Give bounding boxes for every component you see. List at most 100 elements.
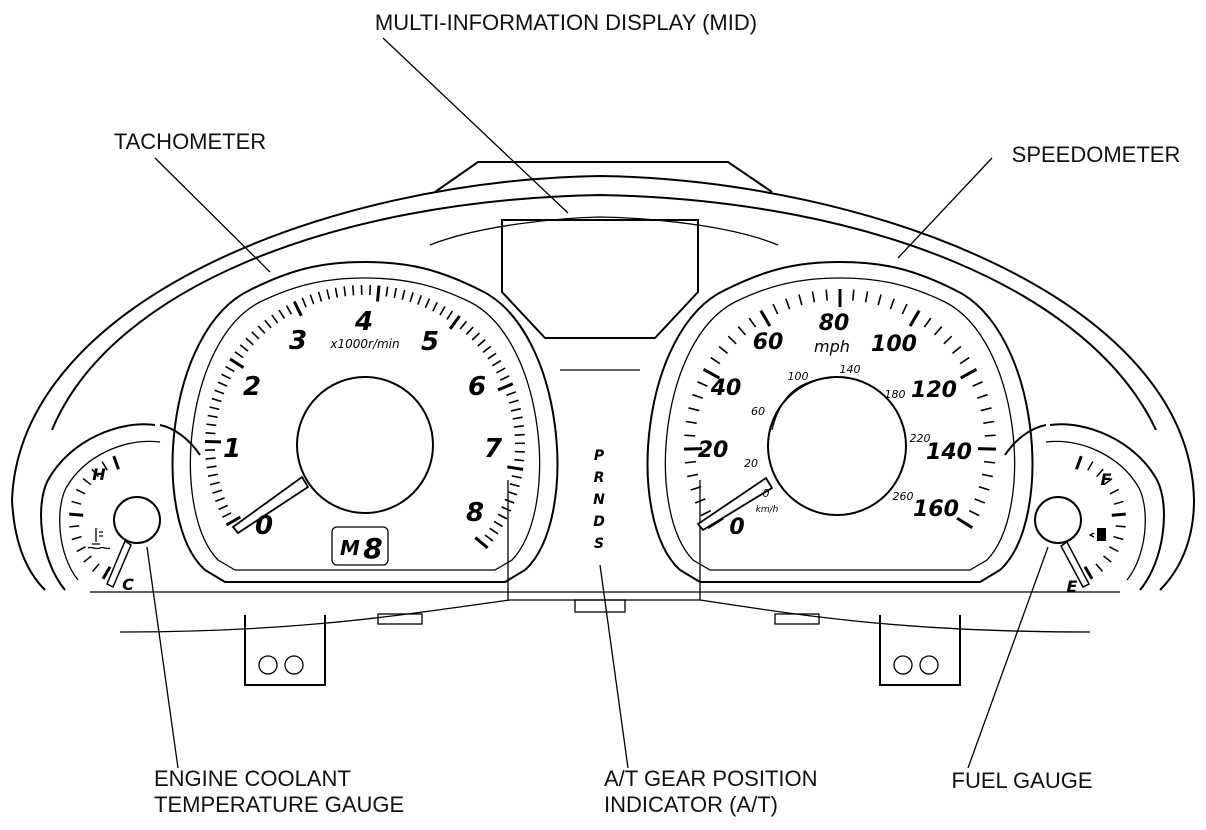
coolant-leader-line: [146, 546, 179, 769]
tick-mark: [207, 473, 219, 477]
tick-mark: [211, 397, 222, 403]
tick-mark: [496, 367, 506, 374]
tick-mark: [76, 546, 86, 553]
fuel-callout-label: FUEL GAUGE: [952, 768, 1093, 793]
speedometer-tick-marks: [684, 289, 996, 529]
tick-mark: [825, 289, 828, 301]
tick-mark: [209, 481, 220, 486]
tick-mark: [501, 506, 512, 512]
cluster-housing: [11, 161, 1196, 686]
kmh-number: 140: [840, 363, 861, 376]
tach-number: 5: [421, 327, 439, 357]
mph-number: 100: [871, 332, 917, 357]
tick-mark: [217, 381, 228, 387]
tick-mark: [511, 475, 522, 479]
gear-indicator-leader-line: [599, 564, 629, 769]
tick-mark: [508, 399, 519, 404]
tick-mark: [980, 407, 992, 412]
fuel-leader-line: [967, 546, 1049, 769]
tick-mark: [214, 497, 225, 503]
speedometer-gauge: 0 20 40 60 80 100 120 140 160 mph 20 60 …: [646, 260, 1034, 583]
tick-mark: [1075, 455, 1083, 470]
tick-mark: [301, 297, 307, 308]
tick-mark: [1113, 500, 1124, 505]
tick-mark: [376, 285, 381, 302]
tick-mark: [981, 473, 993, 478]
tick-mark: [71, 500, 82, 505]
tick-mark: [245, 337, 254, 346]
tick-mark: [471, 332, 480, 341]
tick-mark: [459, 320, 468, 330]
tick-mark: [933, 326, 943, 336]
tachometer-leader-line: [154, 157, 271, 273]
kmh-unit: km/h: [756, 505, 779, 515]
tick-mark: [877, 294, 882, 306]
tick-mark: [956, 516, 974, 529]
tach-number: 0: [255, 511, 273, 541]
tick-mark: [474, 536, 489, 549]
tick-mark: [697, 381, 708, 387]
tachometer-needle: [231, 475, 310, 535]
tach-number: 2: [243, 372, 261, 402]
fuel-empty-label: E: [1067, 577, 1078, 596]
fuel-needle: [1060, 540, 1091, 588]
tick-mark: [385, 286, 389, 297]
tick-mark: [1109, 488, 1120, 495]
tick-mark: [759, 309, 772, 327]
tach-number: 7: [484, 434, 503, 464]
mph-number: 140: [926, 440, 972, 465]
tick-mark: [257, 325, 266, 334]
gear-letter: D: [593, 514, 605, 530]
tick-mark: [959, 356, 970, 365]
tick-mark: [798, 294, 803, 306]
tick-mark: [1083, 566, 1094, 580]
tick-mark: [206, 423, 217, 427]
tick-mark: [317, 291, 323, 302]
tick-mark: [101, 461, 108, 471]
tick-mark: [401, 289, 406, 300]
tick-mark: [69, 512, 84, 517]
gear-digit: 8: [363, 532, 382, 565]
tick-mark: [417, 294, 423, 305]
tick-mark: [214, 389, 225, 395]
tick-mark: [507, 465, 524, 471]
mph-number: 60: [753, 330, 784, 355]
tick-mark: [514, 458, 525, 462]
tick-mark: [112, 455, 120, 470]
tick-mark: [512, 416, 523, 420]
tick-mark: [514, 433, 525, 436]
tick-mark: [91, 468, 100, 478]
tick-mark: [448, 315, 461, 330]
tick-mark: [221, 373, 231, 380]
tick-mark: [225, 365, 235, 373]
tach-number: 3: [289, 326, 307, 356]
tick-mark: [978, 486, 990, 491]
tachometer-tick-marks: [205, 285, 525, 549]
coolant-callout-line1: ENGINE COOLANT: [154, 766, 351, 791]
coolant-needle: [106, 539, 132, 589]
tick-mark: [684, 434, 696, 437]
tick-mark: [688, 407, 700, 412]
tick-mark: [278, 309, 286, 319]
tick-mark: [908, 309, 921, 327]
gear-letter: S: [594, 536, 604, 552]
fuel-pump-icon: [1088, 528, 1106, 541]
tick-mark: [326, 289, 331, 300]
manual-mode-letter: M: [340, 536, 360, 560]
tick-mark: [209, 406, 220, 411]
tick-mark: [748, 317, 757, 328]
tick-mark: [510, 407, 522, 412]
tick-mark: [1109, 546, 1119, 553]
tick-mark: [465, 326, 474, 335]
tick-mark: [409, 292, 414, 303]
kmh-number: 60: [751, 405, 765, 418]
callout-leaders: [146, 37, 1049, 769]
fuel-gauge-hub: [1034, 496, 1082, 544]
kmh-number: 180: [885, 388, 906, 401]
tick-mark: [91, 563, 100, 572]
tachometer-hub: [296, 376, 434, 514]
tick-mark: [75, 488, 86, 495]
mph-number: 160: [913, 497, 959, 522]
tick-mark: [205, 431, 216, 435]
